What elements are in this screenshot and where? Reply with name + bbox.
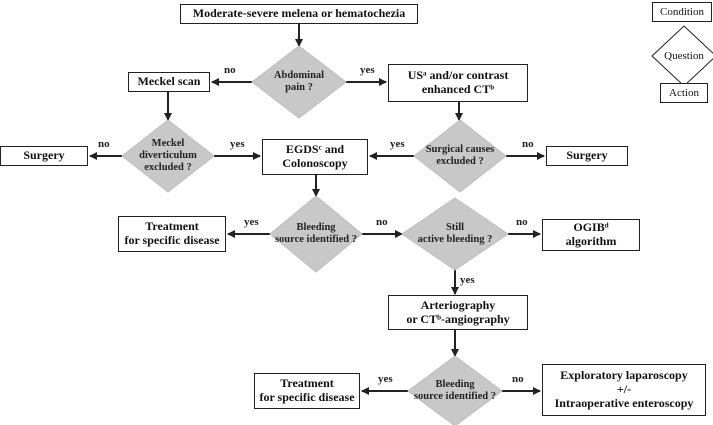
exploratory-box: Exploratory laparoscopy +/- Intraoperati… — [542, 364, 706, 416]
edge-label-meckel-yes: yes — [230, 138, 245, 150]
edge-label-bleeding2-yes: yes — [378, 373, 393, 385]
edge-label-active-no: no — [516, 216, 528, 228]
diamond-meckel-excluded — [121, 119, 215, 193]
diamond-still-active — [401, 197, 509, 271]
diamond-bleeding-1 — [269, 195, 363, 273]
edge-label-bleeding2-no: no — [512, 373, 524, 385]
ogib-box: OGIBᵈ algorithm — [542, 219, 640, 251]
edge-label-bleeding1-yes: yes — [244, 216, 259, 228]
edge-label-surgical-yes: yes — [390, 138, 405, 150]
us-ct-box: USᵃ and/or contrast enhanced CTᵇ — [388, 64, 528, 102]
edge-label-pain-no: no — [224, 64, 236, 76]
meckel-scan-box: Meckel scan — [128, 72, 210, 92]
surgery-right-box: Surgery — [546, 146, 628, 166]
surgery-left-box: Surgery — [0, 146, 88, 166]
treatment-1-box: Treatment for specific disease — [118, 216, 226, 252]
legend-condition: Condition — [652, 2, 712, 22]
edge-label-surgical-no: no — [522, 138, 534, 150]
edge-label-pain-yes: yes — [360, 64, 375, 76]
arteriography-box: Arteriography or CTᵇ-angiography — [388, 295, 528, 330]
start-box: Moderate-severe melena or hematochezia — [180, 4, 418, 24]
legend-action: Action — [660, 83, 708, 103]
egds-box: EGDSᶜ and Colonoscopy — [262, 139, 368, 175]
diamond-bleeding-2 — [407, 355, 503, 425]
edge-label-bleeding1-no: no — [376, 216, 388, 228]
edge-label-active-yes: yes — [460, 274, 475, 286]
diamond-abdominal-pain — [251, 45, 347, 119]
edge-label-meckel-no: no — [98, 138, 110, 150]
diamond-surgical-causes — [413, 119, 507, 193]
legend-question-label: Question — [664, 49, 704, 62]
treatment-2-box: Treatment for specific disease — [254, 373, 360, 409]
